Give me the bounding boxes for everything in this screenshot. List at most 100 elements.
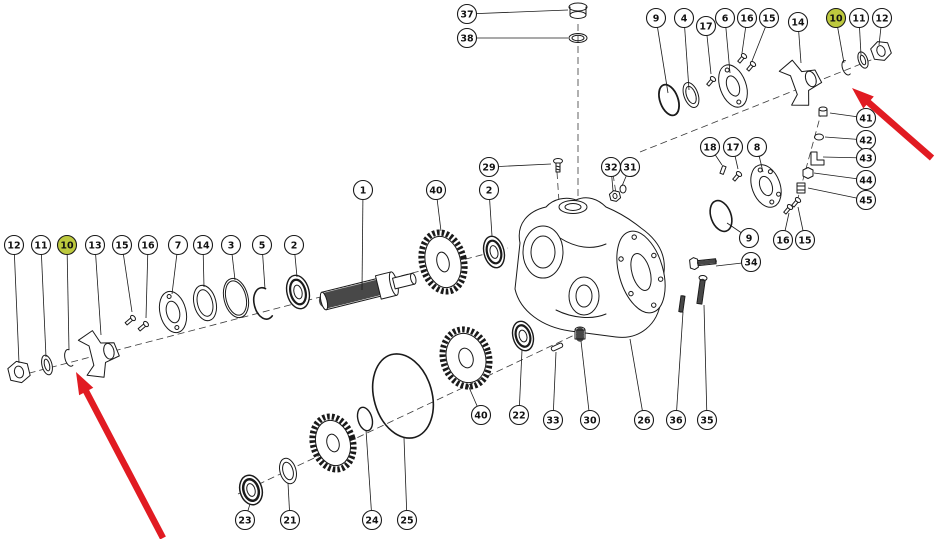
callout-32[interactable]: 32 — [600, 156, 622, 178]
callout-43[interactable]: 43 — [855, 147, 877, 169]
callout-balloon[interactable] — [84, 234, 106, 256]
callout-34[interactable]: 34 — [740, 251, 762, 273]
callout-balloon[interactable] — [736, 7, 758, 29]
callout-24[interactable]: 24 — [361, 509, 383, 531]
callout-40[interactable]: 40 — [425, 179, 447, 201]
callout-26[interactable]: 26 — [633, 409, 655, 431]
callout-balloon[interactable] — [579, 409, 601, 431]
callout-balloon[interactable] — [794, 229, 816, 251]
callout-10-highlighted[interactable]: 10 — [825, 7, 847, 29]
callout-42[interactable]: 42 — [855, 129, 877, 151]
callout-9[interactable]: 9 — [738, 227, 760, 249]
callout-balloon[interactable] — [542, 409, 564, 431]
callout-balloon[interactable] — [855, 189, 877, 211]
callout-11[interactable]: 11 — [848, 7, 870, 29]
callout-balloon[interactable] — [192, 234, 214, 256]
callout-23[interactable]: 23 — [234, 509, 256, 531]
callout-balloon[interactable] — [855, 107, 877, 129]
callout-balloon[interactable] — [30, 234, 52, 256]
callout-balloon[interactable] — [470, 404, 492, 426]
callout-balloon[interactable] — [425, 179, 447, 201]
callout-13[interactable]: 13 — [84, 234, 106, 256]
callout-balloon[interactable] — [696, 409, 718, 431]
callout-balloon[interactable] — [361, 509, 383, 531]
callout-8[interactable]: 8 — [746, 136, 768, 158]
callout-4[interactable]: 4 — [673, 7, 695, 29]
callout-balloon[interactable] — [137, 234, 159, 256]
callout-6[interactable]: 6 — [714, 7, 736, 29]
callout-balloon[interactable] — [633, 409, 655, 431]
callout-balloon[interactable] — [352, 179, 374, 201]
callout-balloon[interactable] — [848, 7, 870, 29]
callout-balloon[interactable] — [871, 7, 893, 29]
callout-16[interactable]: 16 — [772, 229, 794, 251]
callout-balloon[interactable] — [665, 409, 687, 431]
callout-7[interactable]: 7 — [167, 234, 189, 256]
callout-30[interactable]: 30 — [579, 409, 601, 431]
callout-44[interactable]: 44 — [855, 169, 877, 191]
callout-balloon[interactable] — [56, 234, 78, 256]
callout-balloon[interactable] — [738, 227, 760, 249]
callout-balloon[interactable] — [673, 7, 695, 29]
callout-15[interactable]: 15 — [794, 229, 816, 251]
callout-31[interactable]: 31 — [619, 156, 641, 178]
callout-45[interactable]: 45 — [855, 189, 877, 211]
callout-9[interactable]: 9 — [645, 7, 667, 29]
callout-3[interactable]: 3 — [220, 234, 242, 256]
callout-balloon[interactable] — [772, 229, 794, 251]
callout-balloon[interactable] — [456, 3, 478, 25]
callout-29[interactable]: 29 — [478, 156, 500, 178]
callout-balloon[interactable] — [283, 234, 305, 256]
callout-balloon[interactable] — [251, 234, 273, 256]
callout-balloon[interactable] — [279, 509, 301, 531]
callout-37[interactable]: 37 — [456, 3, 478, 25]
callout-balloon[interactable] — [746, 136, 768, 158]
callout-11[interactable]: 11 — [30, 234, 52, 256]
callout-14[interactable]: 14 — [787, 11, 809, 33]
callout-balloon[interactable] — [478, 179, 500, 201]
callout-balloon[interactable] — [855, 147, 877, 169]
callout-2[interactable]: 2 — [478, 179, 500, 201]
callout-balloon[interactable] — [3, 234, 25, 256]
callout-22[interactable]: 22 — [508, 404, 530, 426]
callout-balloon[interactable] — [714, 7, 736, 29]
callout-5[interactable]: 5 — [251, 234, 273, 256]
callout-balloon[interactable] — [220, 234, 242, 256]
callout-balloon[interactable] — [855, 169, 877, 191]
callout-balloon[interactable] — [645, 7, 667, 29]
callout-33[interactable]: 33 — [542, 409, 564, 431]
callout-balloon[interactable] — [825, 7, 847, 29]
callout-38[interactable]: 38 — [456, 27, 478, 49]
callout-balloon[interactable] — [234, 509, 256, 531]
callout-12[interactable]: 12 — [3, 234, 25, 256]
callout-1[interactable]: 1 — [352, 179, 374, 201]
callout-balloon[interactable] — [508, 404, 530, 426]
callout-25[interactable]: 25 — [396, 509, 418, 531]
callout-balloon[interactable] — [787, 11, 809, 33]
callout-21[interactable]: 21 — [279, 509, 301, 531]
callout-balloon[interactable] — [396, 509, 418, 531]
callout-17[interactable]: 17 — [722, 136, 744, 158]
callout-17[interactable]: 17 — [695, 15, 717, 37]
callout-balloon[interactable] — [758, 7, 780, 29]
callout-16[interactable]: 16 — [137, 234, 159, 256]
callout-35[interactable]: 35 — [696, 409, 718, 431]
callout-14[interactable]: 14 — [192, 234, 214, 256]
callout-40[interactable]: 40 — [470, 404, 492, 426]
callout-balloon[interactable] — [619, 156, 641, 178]
callout-balloon[interactable] — [111, 234, 133, 256]
callout-41[interactable]: 41 — [855, 107, 877, 129]
callout-balloon[interactable] — [695, 15, 717, 37]
callout-balloon[interactable] — [167, 234, 189, 256]
callout-10-highlighted[interactable]: 10 — [56, 234, 78, 256]
callout-36[interactable]: 36 — [665, 409, 687, 431]
callout-balloon[interactable] — [699, 136, 721, 158]
callout-balloon[interactable] — [722, 136, 744, 158]
callout-15[interactable]: 15 — [111, 234, 133, 256]
callout-16[interactable]: 16 — [736, 7, 758, 29]
callout-balloon[interactable] — [456, 27, 478, 49]
callout-2[interactable]: 2 — [283, 234, 305, 256]
callout-18[interactable]: 18 — [699, 136, 721, 158]
callout-15[interactable]: 15 — [758, 7, 780, 29]
callout-balloon[interactable] — [740, 251, 762, 273]
